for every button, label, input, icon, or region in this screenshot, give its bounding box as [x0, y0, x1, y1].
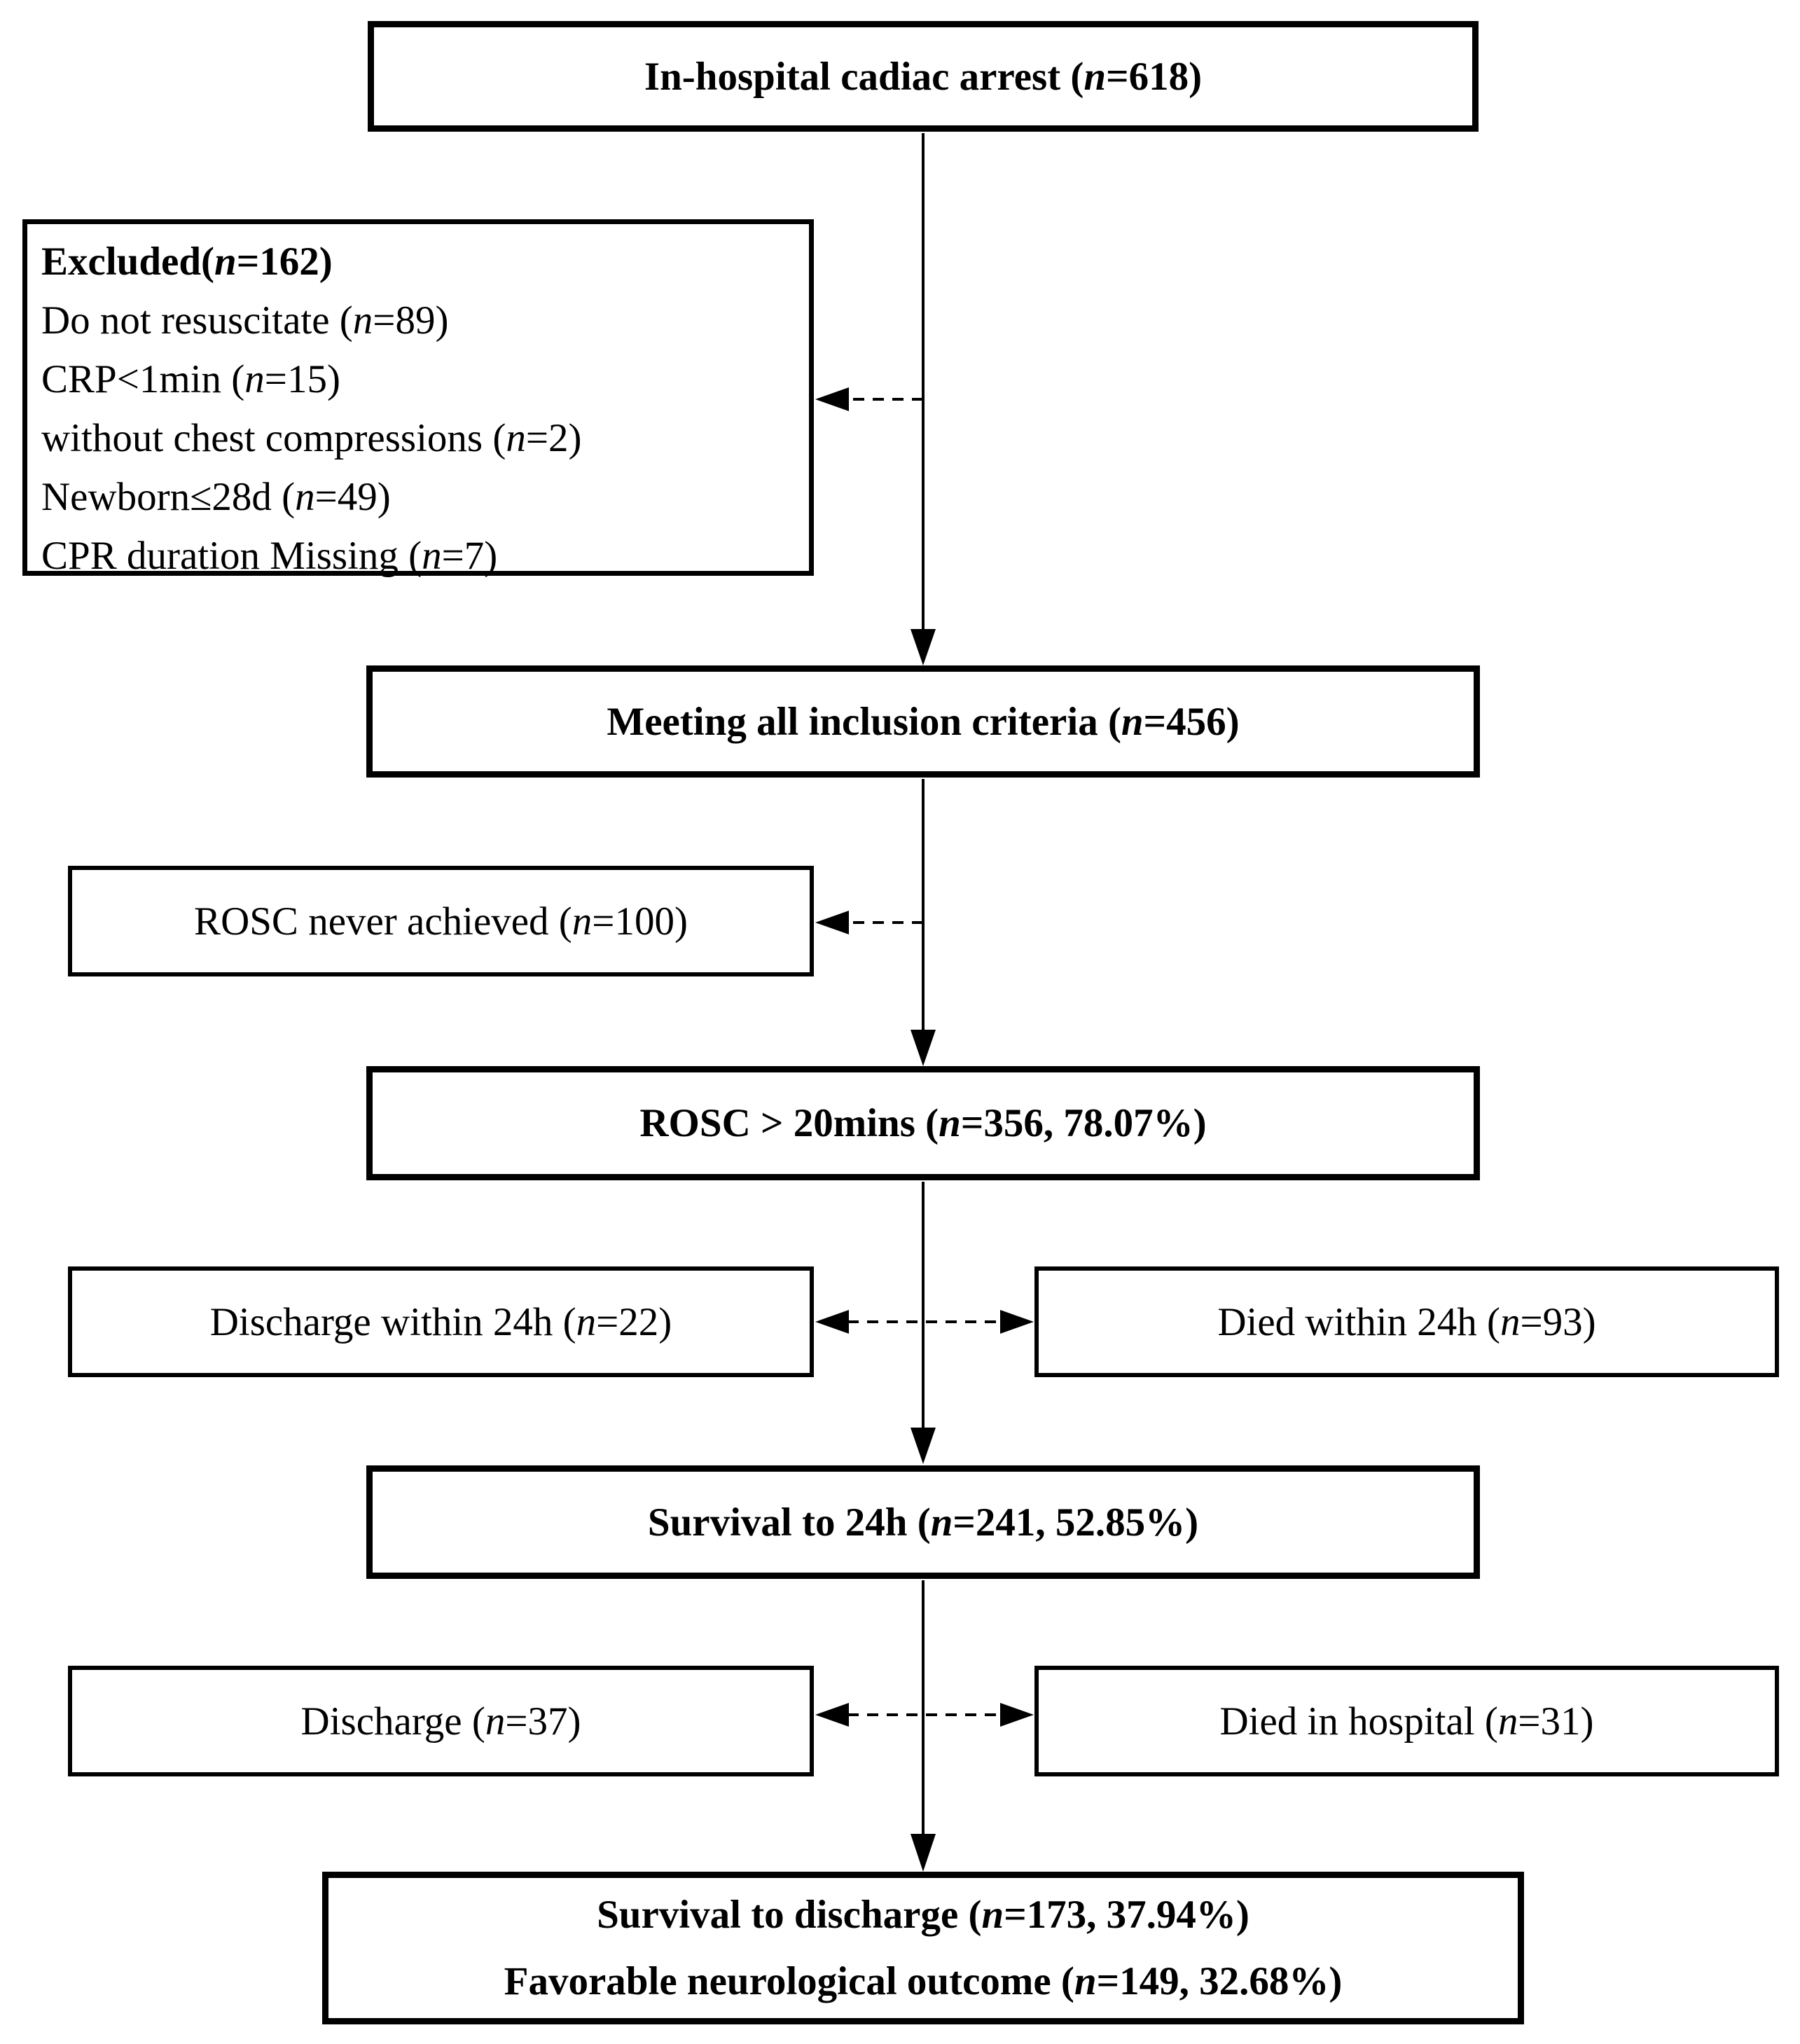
- box-label: Discharge within 24h (n=22): [209, 1299, 672, 1344]
- arrow-to-rosc-never: [815, 911, 923, 934]
- box-discharge: Discharge (n=37): [68, 1666, 814, 1776]
- n-symbol: n: [572, 899, 593, 944]
- n-symbol: n: [1084, 54, 1107, 99]
- box-survival-to-24h: Survival to 24h (n=241, 52.85%): [366, 1465, 1480, 1579]
- n-symbol: n: [981, 1893, 1004, 1937]
- n-symbol: n: [352, 298, 373, 343]
- n-symbol: n: [1497, 1699, 1518, 1743]
- n-symbol: n: [939, 1101, 961, 1145]
- n-symbol: n: [506, 416, 526, 460]
- arrow-discharge24-died24: [815, 1310, 1034, 1334]
- arrow-discharge-died-hospital: [815, 1703, 1034, 1727]
- excluded-item: Newborn≤28d (n=49): [41, 475, 391, 519]
- excluded-item: CRP<1min (n=15): [41, 357, 340, 401]
- excluded-item: CPR duration Missing (n=7): [41, 534, 498, 578]
- box-label: Survival to 24h (n=241, 52.85%): [647, 1500, 1199, 1545]
- box-rosc-over-20mins: ROSC > 20mins (n=356, 78.07%): [366, 1066, 1480, 1180]
- n-symbol: n: [1074, 1959, 1097, 2003]
- arrow-rosc20-to-survival24: [911, 1182, 936, 1464]
- box-label: In-hospital cadiac arrest (n=618): [644, 54, 1203, 99]
- n-symbol: n: [576, 1299, 597, 1344]
- n-symbol: n: [930, 1500, 953, 1545]
- arrow-to-excluded: [815, 387, 923, 411]
- box-label: ROSC never achieved (n=100): [194, 899, 688, 944]
- box-label: Died in hospital (n=31): [1219, 1699, 1594, 1743]
- box-died-within-24h: Died within 24h (n=93): [1034, 1266, 1779, 1377]
- excluded-title: Excluded(n=162): [41, 240, 333, 284]
- box-meeting-inclusion-criteria: Meeting all inclusion criteria (n=456): [366, 665, 1480, 778]
- box-discharge-within-24h: Discharge within 24h (n=22): [68, 1266, 814, 1377]
- box-label: Discharge (n=37): [300, 1699, 581, 1743]
- arrow-top-to-inclusion: [911, 133, 936, 665]
- n-symbol: n: [422, 534, 442, 578]
- n-symbol: n: [295, 475, 315, 519]
- excluded-item: without chest compressions (n=2): [41, 416, 582, 460]
- n-symbol: n: [1500, 1299, 1521, 1344]
- box-rosc-never-achieved: ROSC never achieved (n=100): [68, 866, 814, 976]
- n-symbol: n: [244, 357, 265, 401]
- n-symbol: n: [214, 240, 237, 284]
- box-died-in-hospital: Died in hospital (n=31): [1034, 1666, 1779, 1776]
- box-label: Meeting all inclusion criteria (n=456): [607, 699, 1240, 744]
- box-survival-to-discharge: Survival to discharge (n=173, 37.94%) Fa…: [322, 1872, 1524, 2024]
- box-label: Died within 24h (n=93): [1217, 1299, 1596, 1344]
- favorable-outcome-line: Favorable neurological outcome (n=149, 3…: [504, 1959, 1343, 2003]
- excluded-item: Do not resuscitate (n=89): [41, 298, 449, 343]
- arrow-survival24-to-bottom: [911, 1580, 936, 1872]
- n-symbol: n: [1121, 699, 1144, 744]
- box-in-hospital-cardiac-arrest: In-hospital cadiac arrest (n=618): [368, 21, 1479, 132]
- box-label: ROSC > 20mins (n=356, 78.07%): [639, 1101, 1207, 1145]
- arrow-inclusion-to-rosc20: [911, 779, 936, 1066]
- box-excluded: Excluded(n=162) Do not resuscitate (n=89…: [22, 219, 814, 578]
- n-symbol: n: [485, 1699, 506, 1743]
- survival-discharge-line: Survival to discharge (n=173, 37.94%): [597, 1893, 1249, 1937]
